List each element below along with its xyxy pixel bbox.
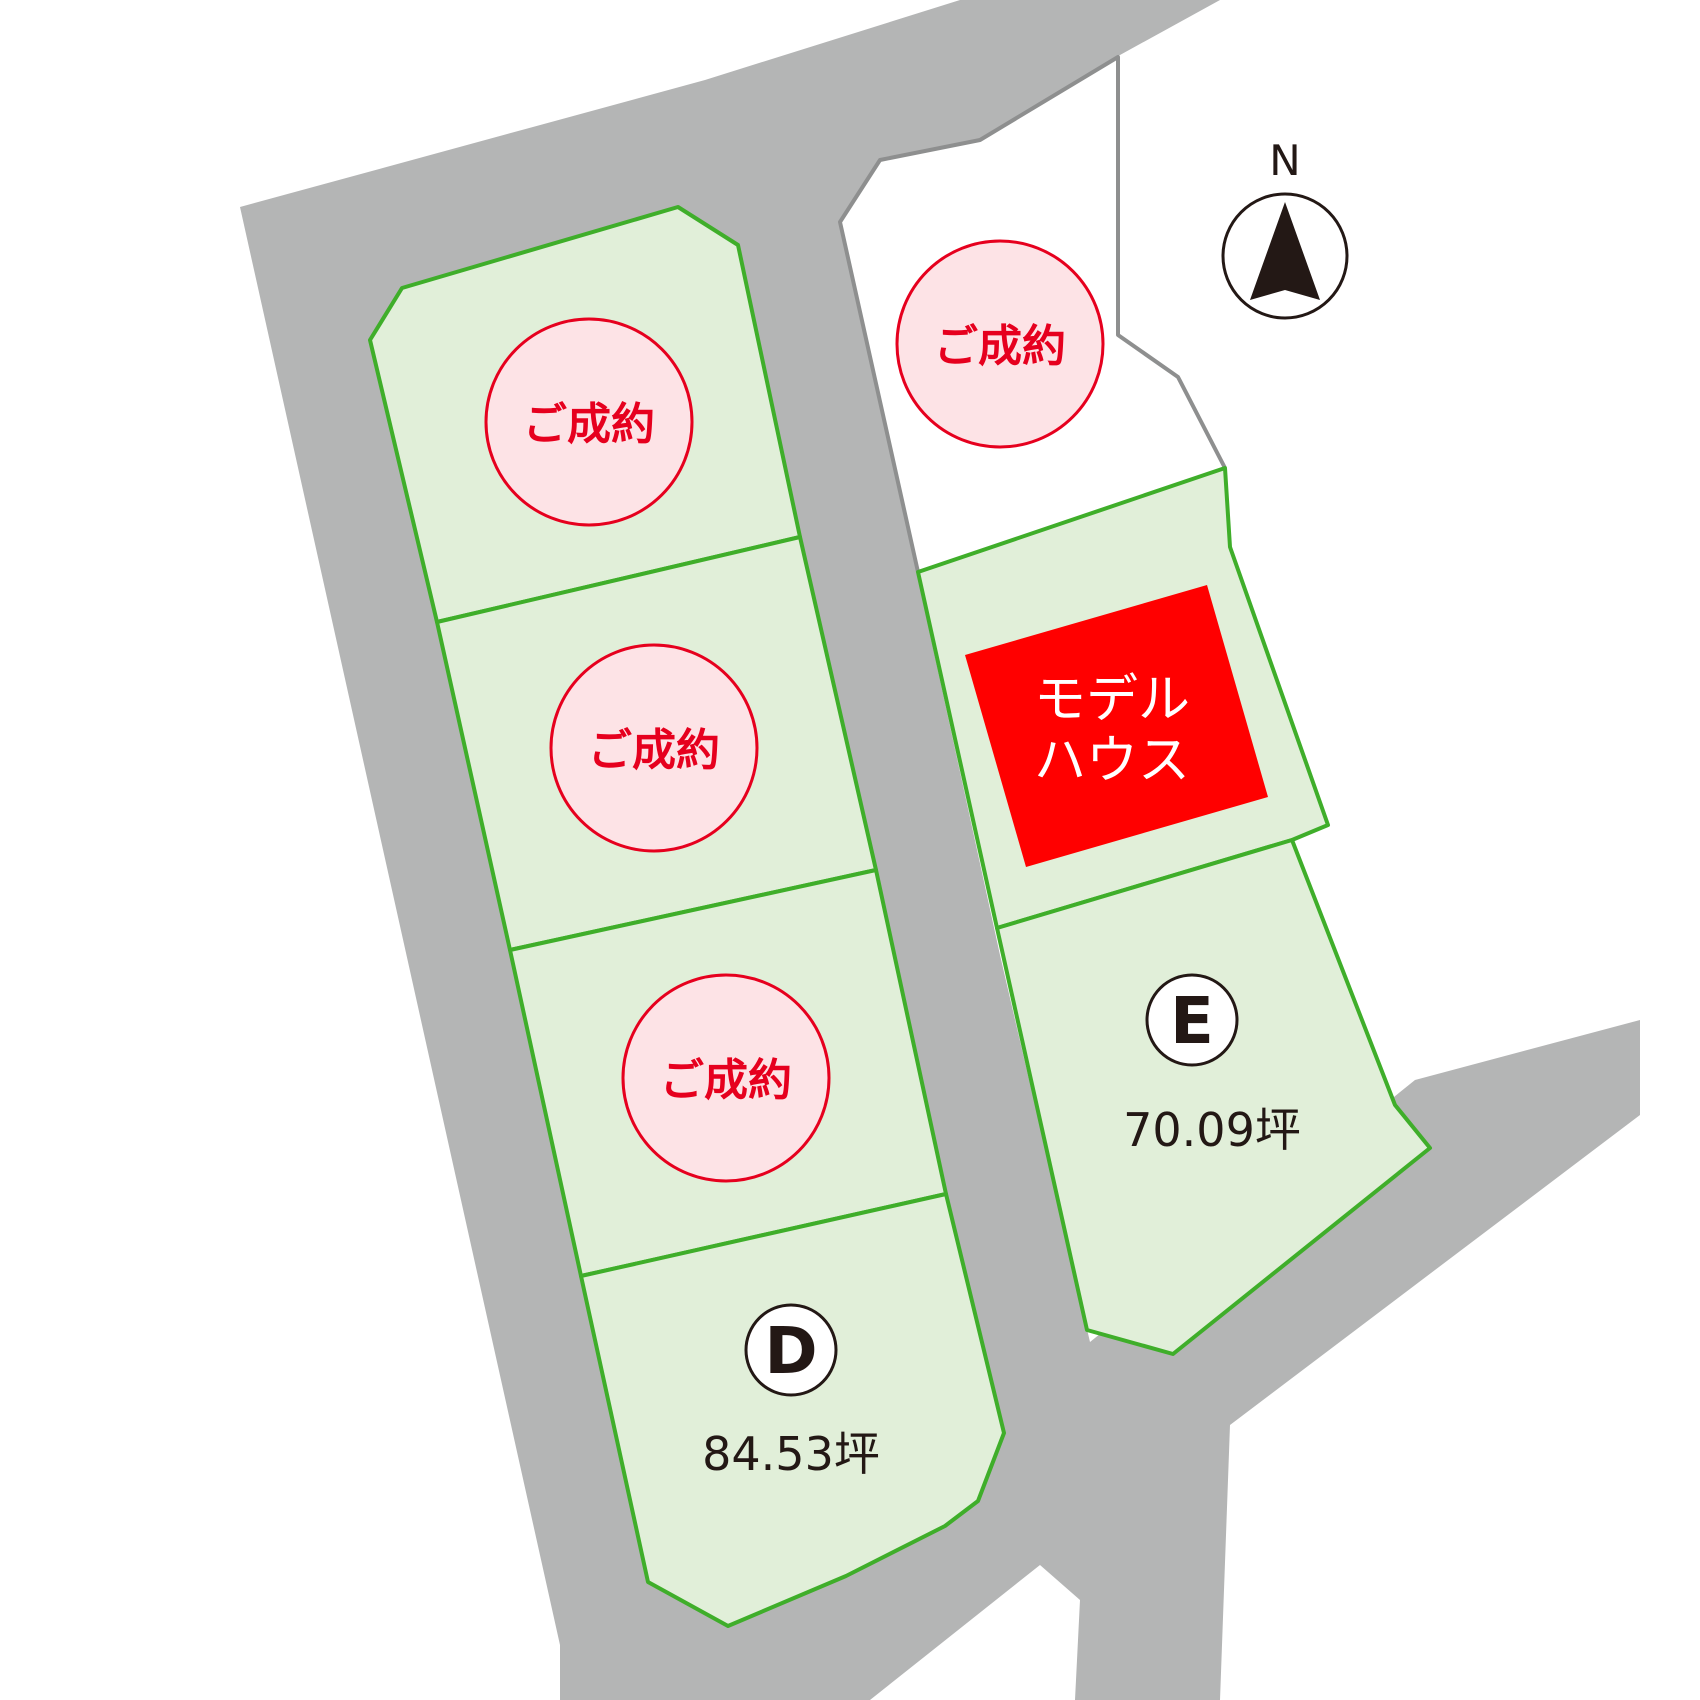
sold-label: ご成約	[588, 725, 720, 776]
model-house-label-line2: ハウス	[1034, 731, 1190, 791]
site-boundary-line	[838, 55, 1227, 573]
sold-label: ご成約	[523, 399, 655, 450]
lot-d-label: D 84.53坪	[702, 1303, 880, 1481]
north-compass: N	[1221, 136, 1349, 320]
lot-d-area: 84.53坪	[702, 1427, 880, 1481]
sold-badge-circle	[621, 973, 831, 1183]
sold-marker-4: ご成約	[895, 239, 1105, 449]
sold-label: ご成約	[934, 321, 1066, 372]
sold-marker-3: ご成約	[621, 973, 831, 1183]
sold-badge-circle	[549, 643, 759, 853]
lot-e-area: 70.09坪	[1123, 1103, 1301, 1157]
north-label: N	[1269, 136, 1300, 185]
lot-e-label: E 70.09坪	[1123, 973, 1301, 1157]
model-house-label-line1: モデル	[1034, 670, 1190, 730]
sold-label: ご成約	[660, 1055, 792, 1106]
model-house-box	[965, 585, 1268, 867]
sold-marker-1: ご成約	[484, 317, 694, 527]
compass-north-arrow-icon	[1250, 202, 1320, 300]
lot-d[interactable]	[579, 1192, 1006, 1628]
sold-marker-2: ご成約	[549, 643, 759, 853]
sold-badge-circle	[895, 239, 1105, 449]
lot-d-letter-ring	[744, 1303, 838, 1397]
sold-badge-circle	[484, 317, 694, 527]
lot-d-letter: D	[764, 1315, 817, 1389]
lot-e[interactable]	[995, 838, 1432, 1356]
lot-e-letter: E	[1170, 985, 1214, 1059]
model-house[interactable]: モデル ハウス	[965, 585, 1268, 867]
lot-e-letter-ring	[1145, 973, 1239, 1067]
